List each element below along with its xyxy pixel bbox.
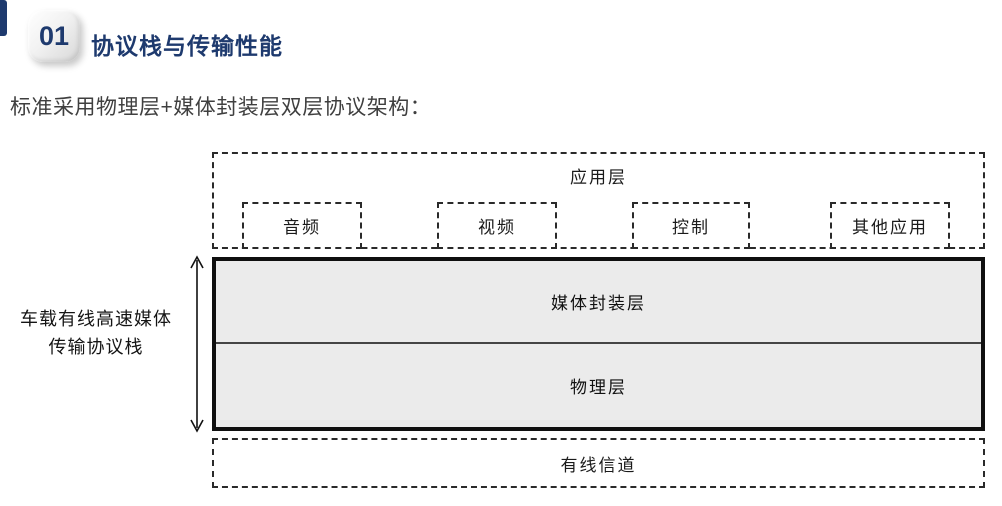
media-encapsulation-layer: 媒体封装层 <box>216 261 981 344</box>
app-box-video: 视频 <box>437 202 557 249</box>
app-box-other-apps: 其他应用 <box>830 202 950 249</box>
physical-layer: 物理层 <box>570 378 627 397</box>
wired-channel-label: 有线信道 <box>560 455 637 475</box>
stack-height-arrow-icon <box>187 255 207 438</box>
section-number-badge: 01 <box>28 10 80 62</box>
section-accent-bar <box>0 0 7 36</box>
stack-side-label: 车载有线高速媒体 传输协议栈 <box>6 306 186 362</box>
application-layer-box: 应用层 音频 视频 控制 其他应用 <box>212 152 985 249</box>
page-title: 协议栈与传输性能 <box>91 33 283 59</box>
stack-side-label-line2: 传输协议栈 <box>48 336 144 357</box>
protocol-stack-box: 媒体封装层 物理层 <box>212 257 985 431</box>
application-layer-label: 应用层 <box>570 168 627 187</box>
stack-side-label-line1: 车载有线高速媒体 <box>20 309 172 329</box>
app-box-control: 控制 <box>632 202 750 249</box>
intro-text: 标准采用物理层+媒体封装层双层协议架构： <box>10 96 432 119</box>
wired-channel-box: 有线信道 <box>212 438 985 488</box>
section-number: 01 <box>38 20 70 51</box>
app-box-audio: 音频 <box>242 202 362 249</box>
